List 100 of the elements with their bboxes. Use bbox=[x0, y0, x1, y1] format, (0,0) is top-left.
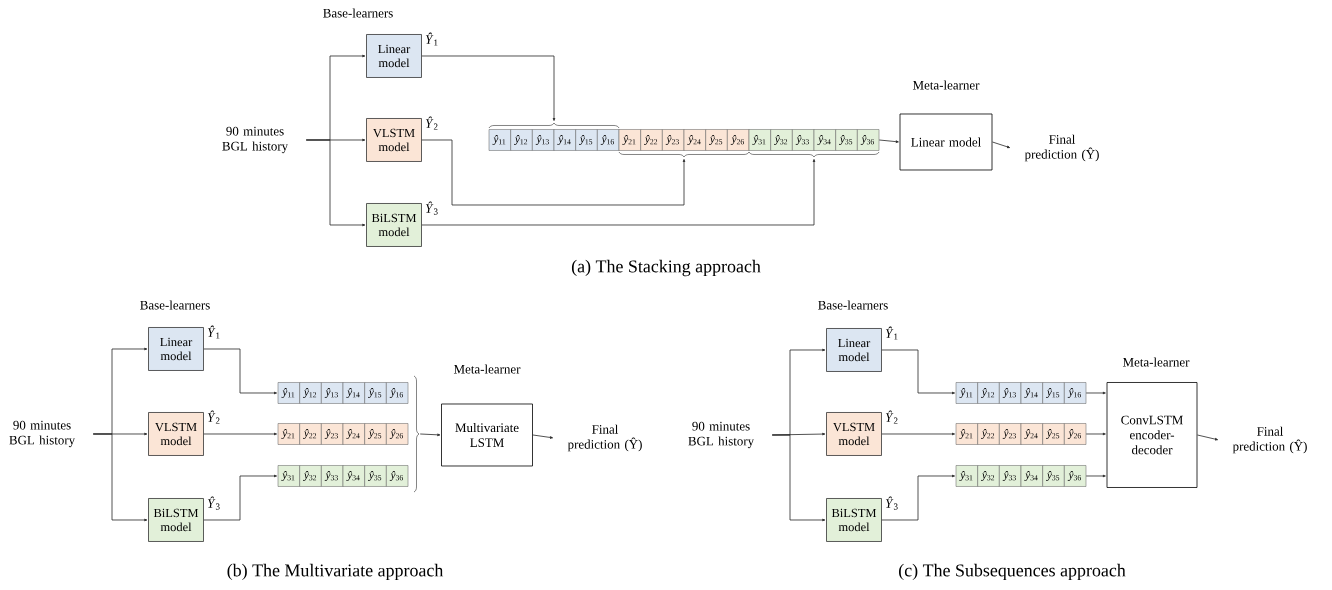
arrow bbox=[305, 139, 366, 227]
sequence-cell: ŷ$_{12}$ bbox=[977, 382, 1000, 404]
arrow bbox=[419, 433, 441, 437]
sequence-cell: ŷ$_{26}$ bbox=[727, 129, 750, 151]
sequence-cell: ŷ$_{15}$ bbox=[575, 129, 598, 151]
sequence-cell: ŷ$_{36}$ bbox=[857, 129, 880, 151]
sequence-cell: ŷ$_{35}$ bbox=[835, 129, 858, 151]
input-text: Final prediction (Ŷ) bbox=[567, 424, 642, 452]
sequence-cell: ŷ$_{24}$ bbox=[1020, 423, 1043, 445]
sequence-cell: ŷ$_{21}$ bbox=[955, 423, 978, 445]
arrow bbox=[771, 434, 826, 522]
caption: (a) The Stacking approach bbox=[571, 259, 761, 277]
arrow bbox=[203, 474, 277, 521]
arrow bbox=[1085, 432, 1106, 436]
sequence-cell: ŷ$_{31}$ bbox=[277, 465, 300, 487]
sequence-cell: ŷ$_{34}$ bbox=[813, 129, 836, 151]
sequence-cell: ŷ$_{11}$ bbox=[955, 382, 978, 404]
sequence-cell: ŷ$_{33}$ bbox=[999, 465, 1022, 487]
output-label: Ŷ$_{3}$ bbox=[885, 496, 898, 510]
sequence-cell: ŷ$_{35}$ bbox=[1042, 465, 1065, 487]
meta-learner-box: Multivariate LSTM bbox=[441, 403, 533, 467]
sequence-cell: ŷ$_{15}$ bbox=[1042, 382, 1065, 404]
section-label: Base-learners bbox=[323, 8, 393, 18]
sequence-cell: ŷ$_{23}$ bbox=[662, 129, 685, 151]
curly-brace bbox=[748, 151, 880, 158]
model-box: BiLSTM model bbox=[366, 203, 422, 247]
section-label: Meta-learner bbox=[453, 364, 521, 374]
sequence-cell: ŷ$_{35}$ bbox=[364, 465, 387, 487]
output-label: Ŷ$_{2}$ bbox=[885, 410, 898, 424]
model-box: VLSTM model bbox=[826, 412, 882, 456]
section-label: Meta-learner bbox=[1122, 357, 1190, 367]
sequence-cell: ŷ$_{24}$ bbox=[342, 423, 365, 445]
sequence-cell: ŷ$_{16}$ bbox=[597, 129, 620, 151]
section-label: Base-learners bbox=[818, 300, 888, 310]
arrow bbox=[992, 141, 1011, 149]
sequence-cell: ŷ$_{26}$ bbox=[386, 423, 409, 445]
sequence-cell: ŷ$_{13}$ bbox=[999, 382, 1022, 404]
model-box: VLSTM model bbox=[148, 412, 204, 456]
sequence-cell: ŷ$_{11}$ bbox=[488, 129, 511, 151]
arrow bbox=[881, 349, 955, 395]
sequence-cell: ŷ$_{22}$ bbox=[640, 129, 663, 151]
input-text: 90 minutes BGL history bbox=[9, 420, 76, 448]
sequence-cell: ŷ$_{33}$ bbox=[321, 465, 344, 487]
sequence-cell: ŷ$_{32}$ bbox=[770, 129, 793, 151]
input-text: Final prediction (Ŷ) bbox=[1024, 134, 1099, 162]
sequence-cell: ŷ$_{34}$ bbox=[1020, 465, 1043, 487]
arrow bbox=[881, 432, 955, 436]
caption: (c) The Subsequences approach bbox=[899, 563, 1126, 581]
arrow bbox=[92, 433, 148, 522]
arrow bbox=[203, 432, 277, 436]
sequence-cell: ŷ$_{26}$ bbox=[1064, 423, 1087, 445]
sequence-cell: ŷ$_{11}$ bbox=[277, 382, 300, 404]
curly-brace bbox=[413, 375, 420, 493]
arrow bbox=[1085, 391, 1106, 395]
sequence-cell: ŷ$_{33}$ bbox=[792, 129, 815, 151]
sequence-cell: ŷ$_{14}$ bbox=[553, 129, 576, 151]
sequence-cell: ŷ$_{23}$ bbox=[321, 423, 344, 445]
input-text: 90 minutes BGL history bbox=[688, 421, 755, 449]
sequence-cell: ŷ$_{16}$ bbox=[1064, 382, 1087, 404]
sequence-cell: ŷ$_{25}$ bbox=[364, 423, 387, 445]
sequence-cell: ŷ$_{13}$ bbox=[321, 382, 344, 404]
sequence-cell: ŷ$_{34}$ bbox=[342, 465, 365, 487]
sequence-cell: ŷ$_{32}$ bbox=[977, 465, 1000, 487]
curly-brace bbox=[618, 151, 750, 158]
model-box: Linear model bbox=[826, 328, 882, 372]
section-label: Meta-learner bbox=[912, 80, 980, 90]
sequence-cell: ŷ$_{25}$ bbox=[1042, 423, 1065, 445]
sequence-cell: ŷ$_{32}$ bbox=[299, 465, 322, 487]
arrow bbox=[421, 139, 686, 206]
output-label: Ŷ$_{1}$ bbox=[885, 326, 898, 340]
caption: (b) The Multivariate approach bbox=[227, 563, 444, 581]
sequence-cell: ŷ$_{36}$ bbox=[1064, 465, 1087, 487]
input-text: 90 minutes BGL history bbox=[222, 126, 289, 154]
sequence-cell: ŷ$_{24}$ bbox=[683, 129, 706, 151]
sequence-cell: ŷ$_{21}$ bbox=[277, 423, 300, 445]
output-label: Ŷ$_{1}$ bbox=[207, 325, 220, 339]
sequence-cell: ŷ$_{31}$ bbox=[955, 465, 978, 487]
meta-learner-box: Linear model bbox=[899, 113, 993, 171]
curly-brace bbox=[488, 122, 620, 129]
arrow bbox=[878, 139, 899, 143]
output-label: Ŷ$_{2}$ bbox=[425, 116, 438, 130]
sequence-cell: ŷ$_{12}$ bbox=[299, 382, 322, 404]
sequence-cell: ŷ$_{25}$ bbox=[705, 129, 728, 151]
model-box: BiLSTM model bbox=[148, 498, 204, 542]
arrow bbox=[421, 159, 816, 226]
model-box: BiLSTM model bbox=[826, 498, 882, 542]
sequence-cell: ŷ$_{15}$ bbox=[364, 382, 387, 404]
sequence-cell: ŷ$_{16}$ bbox=[386, 382, 409, 404]
sequence-cell: ŷ$_{22}$ bbox=[299, 423, 322, 445]
model-box: Linear model bbox=[148, 327, 204, 371]
output-label: Ŷ$_{3}$ bbox=[425, 201, 438, 215]
meta-learner-box: ConvLSTM encoder-decoder bbox=[1106, 382, 1198, 488]
sequence-cell: ŷ$_{36}$ bbox=[386, 465, 409, 487]
sequence-cell: ŷ$_{13}$ bbox=[532, 129, 555, 151]
sequence-cell: ŷ$_{14}$ bbox=[1020, 382, 1043, 404]
sequence-cell: ŷ$_{21}$ bbox=[618, 129, 641, 151]
output-label: Ŷ$_{3}$ bbox=[207, 496, 220, 510]
arrow bbox=[532, 434, 553, 439]
sequence-cell: ŷ$_{22}$ bbox=[977, 423, 1000, 445]
output-label: Ŷ$_{2}$ bbox=[207, 410, 220, 424]
